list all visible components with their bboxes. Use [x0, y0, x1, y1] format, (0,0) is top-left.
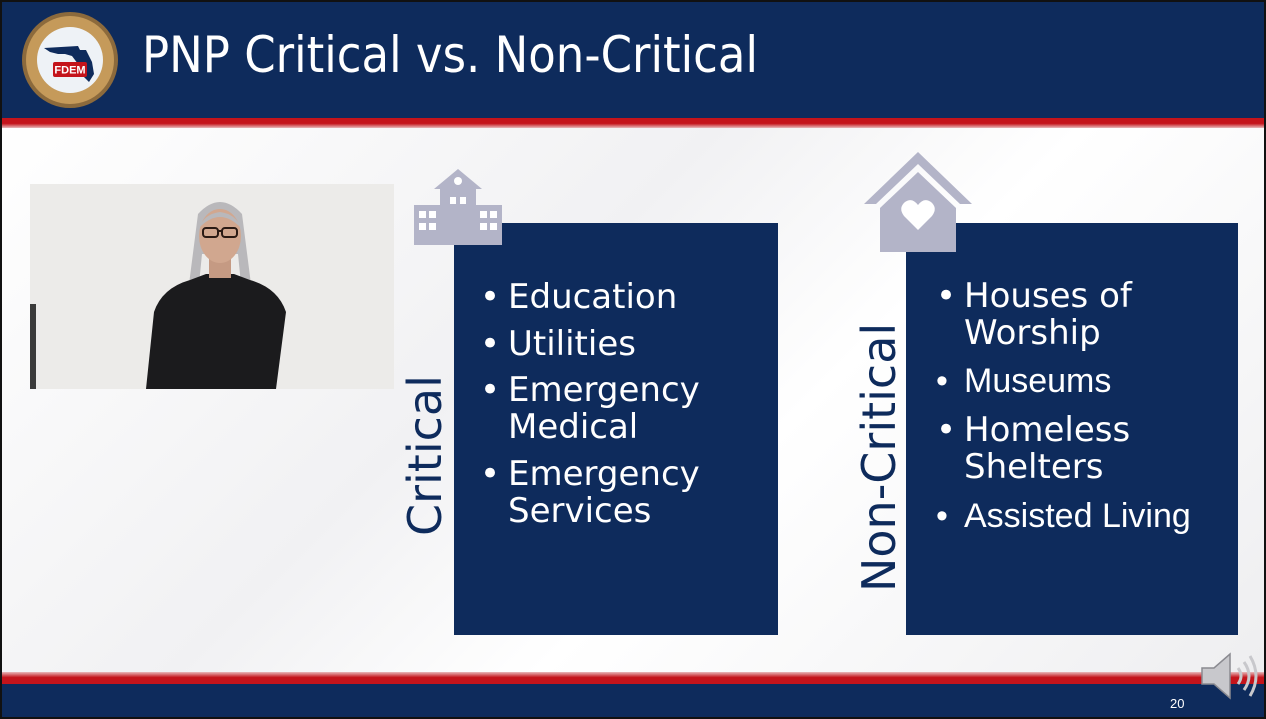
list-item: Utilities	[478, 325, 768, 363]
critical-label: Critical	[398, 375, 452, 536]
slide-title: PNP Critical vs. Non-Critical	[142, 26, 758, 84]
list-item: Assisted Living	[934, 497, 1224, 535]
list-item: Houses of Worship	[934, 278, 1224, 352]
header-bar	[0, 0, 1266, 118]
speaker-icon[interactable]	[1196, 644, 1260, 708]
seal-logo-text: FDEM	[54, 65, 85, 77]
school-building-icon	[414, 169, 502, 245]
footer-bar	[0, 684, 1266, 719]
fdem-seal-icon: FDEM	[22, 12, 118, 108]
presenter-video-thumbnail[interactable]	[30, 184, 394, 389]
footer-red-stripe	[0, 672, 1266, 684]
page-number: 20	[1170, 696, 1185, 711]
non-critical-list: Houses of Worship Museums Homeless Shelt…	[934, 278, 1224, 546]
list-item: Education	[478, 279, 768, 316]
critical-list: Education Utilities Emergency Medical Em…	[478, 279, 768, 539]
non-critical-label: Non-Critical	[852, 322, 906, 592]
list-item: Museums	[934, 363, 1224, 400]
list-item: Homeless Shelters	[934, 412, 1224, 486]
house-heart-icon	[864, 152, 972, 252]
list-item: Emergency Medical	[478, 372, 768, 446]
header-red-stripe	[0, 118, 1266, 128]
presenter-image	[30, 184, 394, 389]
list-item: Emergency Services	[478, 455, 768, 529]
